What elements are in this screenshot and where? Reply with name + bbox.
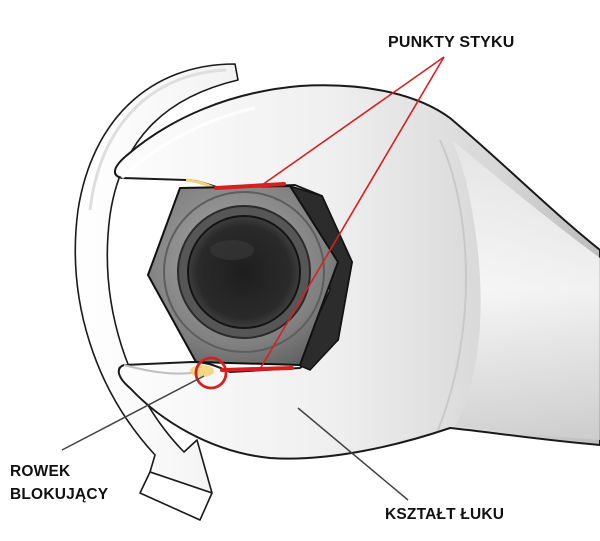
hex-nut xyxy=(147,184,353,371)
leader-contact-bottom xyxy=(259,56,445,370)
locking-groove xyxy=(190,365,214,377)
leader-contact-top xyxy=(261,56,445,186)
label-locking-groove-line1: ROWEK xyxy=(10,463,71,480)
label-contact-points: PUNKTY STYKU xyxy=(388,34,515,51)
label-arc-shape: KSZTAŁT ŁUKU xyxy=(385,506,505,523)
contact-points xyxy=(194,182,294,390)
leader-groove xyxy=(61,375,205,451)
label-locking-groove-line2: BLOKUJĄCY xyxy=(10,486,109,503)
leader-arc xyxy=(297,407,409,501)
leader-lines xyxy=(61,56,445,501)
locking-groove-circle xyxy=(194,356,228,390)
